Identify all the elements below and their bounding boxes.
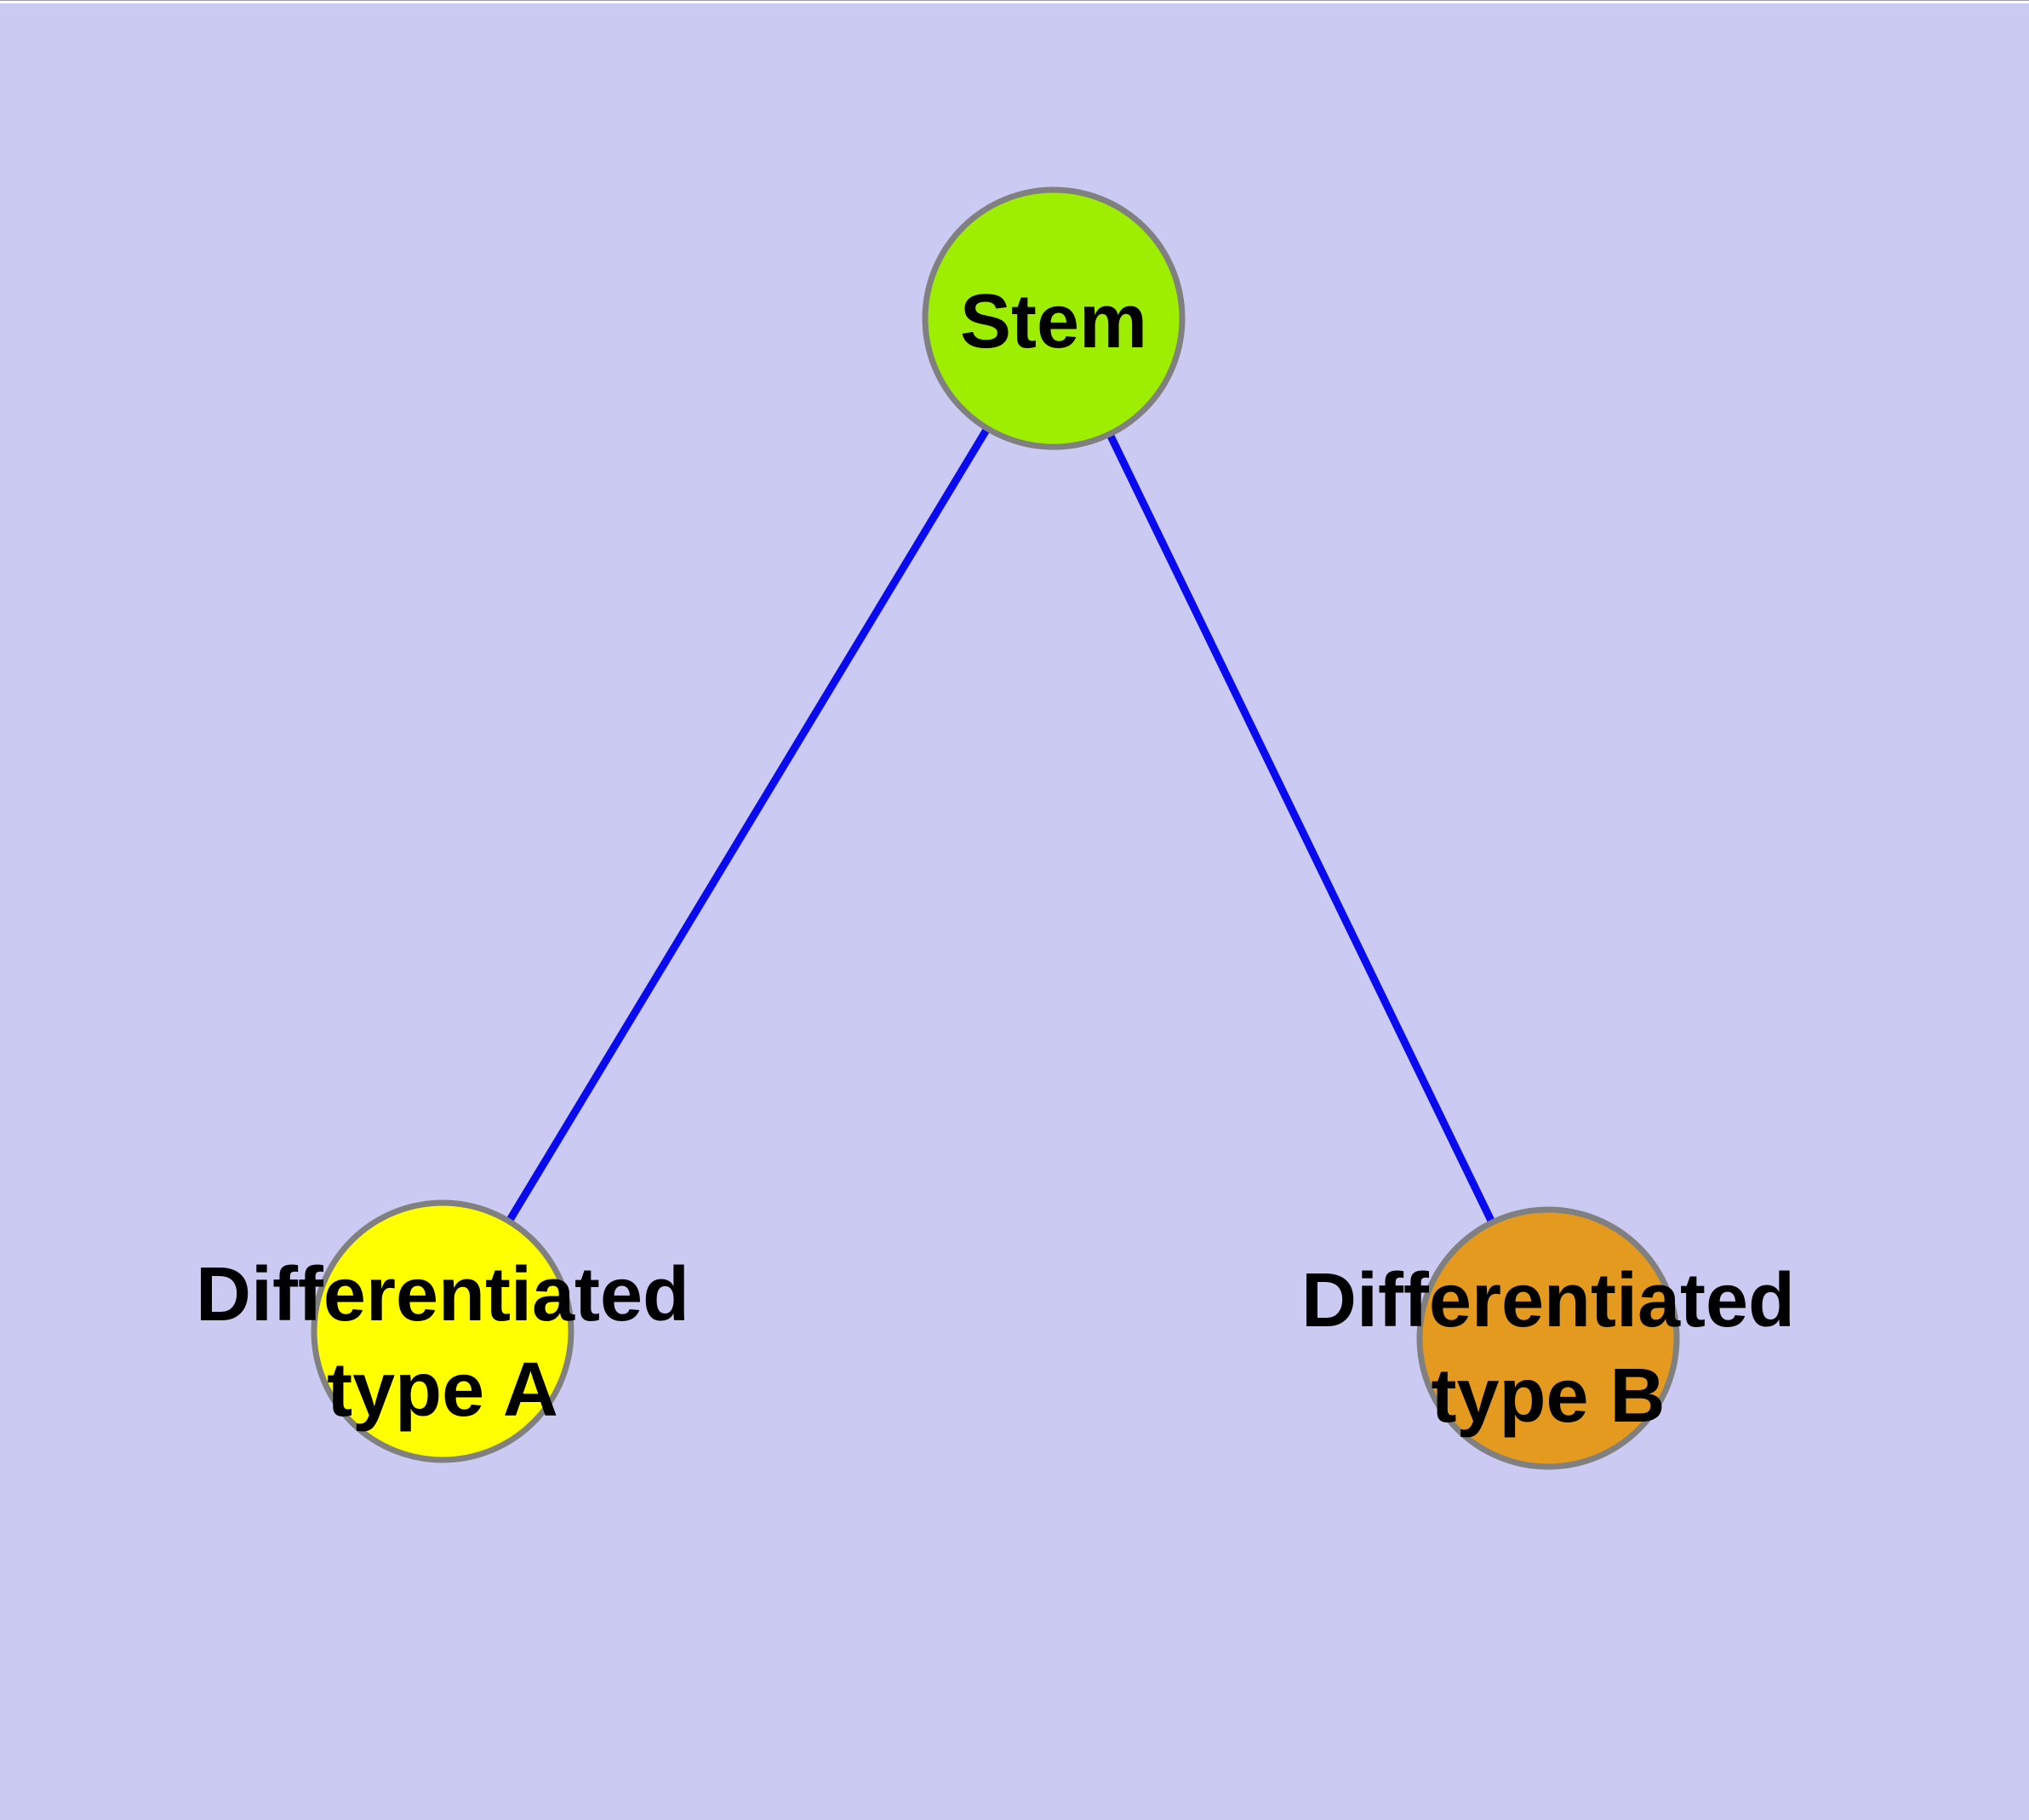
- graph-svg: Stem Differentiated type A Differentiate…: [0, 3, 2029, 1820]
- edge-stem-to-type-b: [1049, 317, 1552, 1340]
- node-stem: [922, 186, 1186, 450]
- node-type-b-label-line1: Differentiated: [1301, 1258, 1795, 1343]
- node-type-a-label-line2: type A: [327, 1348, 558, 1433]
- window-top-border: [0, 0, 2029, 1]
- node-differentiated-type-b: [1416, 1206, 1680, 1470]
- node-differentiated-type-a: [311, 1199, 574, 1463]
- node-type-b-label-line2: type B: [1431, 1354, 1665, 1439]
- node-stem-label: Stem: [960, 279, 1147, 364]
- node-type-a-label-line1: Differentiated: [196, 1252, 689, 1337]
- window-top-strip: [0, 1, 2029, 3]
- edge-stem-to-type-a: [439, 316, 1057, 1334]
